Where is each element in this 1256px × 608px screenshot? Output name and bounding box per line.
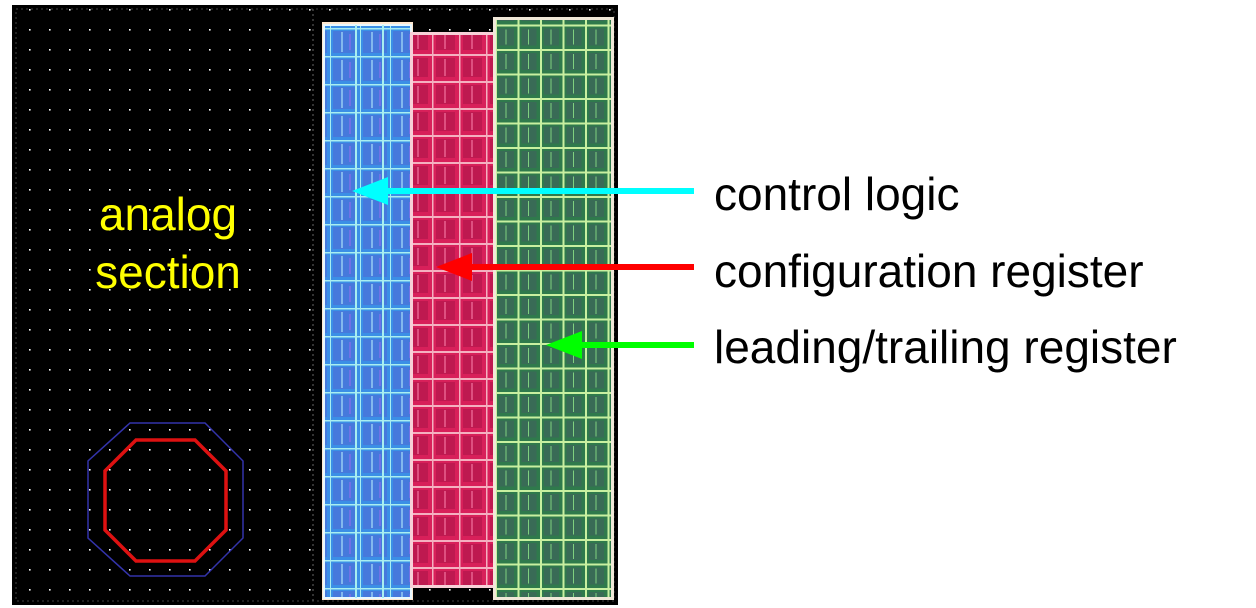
analog-section-line2: section [95,246,241,298]
configuration-register-label: configuration register [714,245,1144,297]
analog-section-line1: analog [98,188,238,240]
analog-section-label: analog section [58,185,278,301]
arrow-configuration-register [436,253,694,281]
leading-trailing-register-label: leading/trailing register [714,321,1177,373]
configuration-register-block [410,32,498,588]
control-logic-label: control logic [714,168,960,220]
inductor-octagon [87,422,244,577]
leading-trailing-register-block [493,17,614,600]
arrow-control-logic [352,177,694,205]
control-logic-block [322,22,413,600]
arrow-leading-trailing-register [546,331,694,359]
